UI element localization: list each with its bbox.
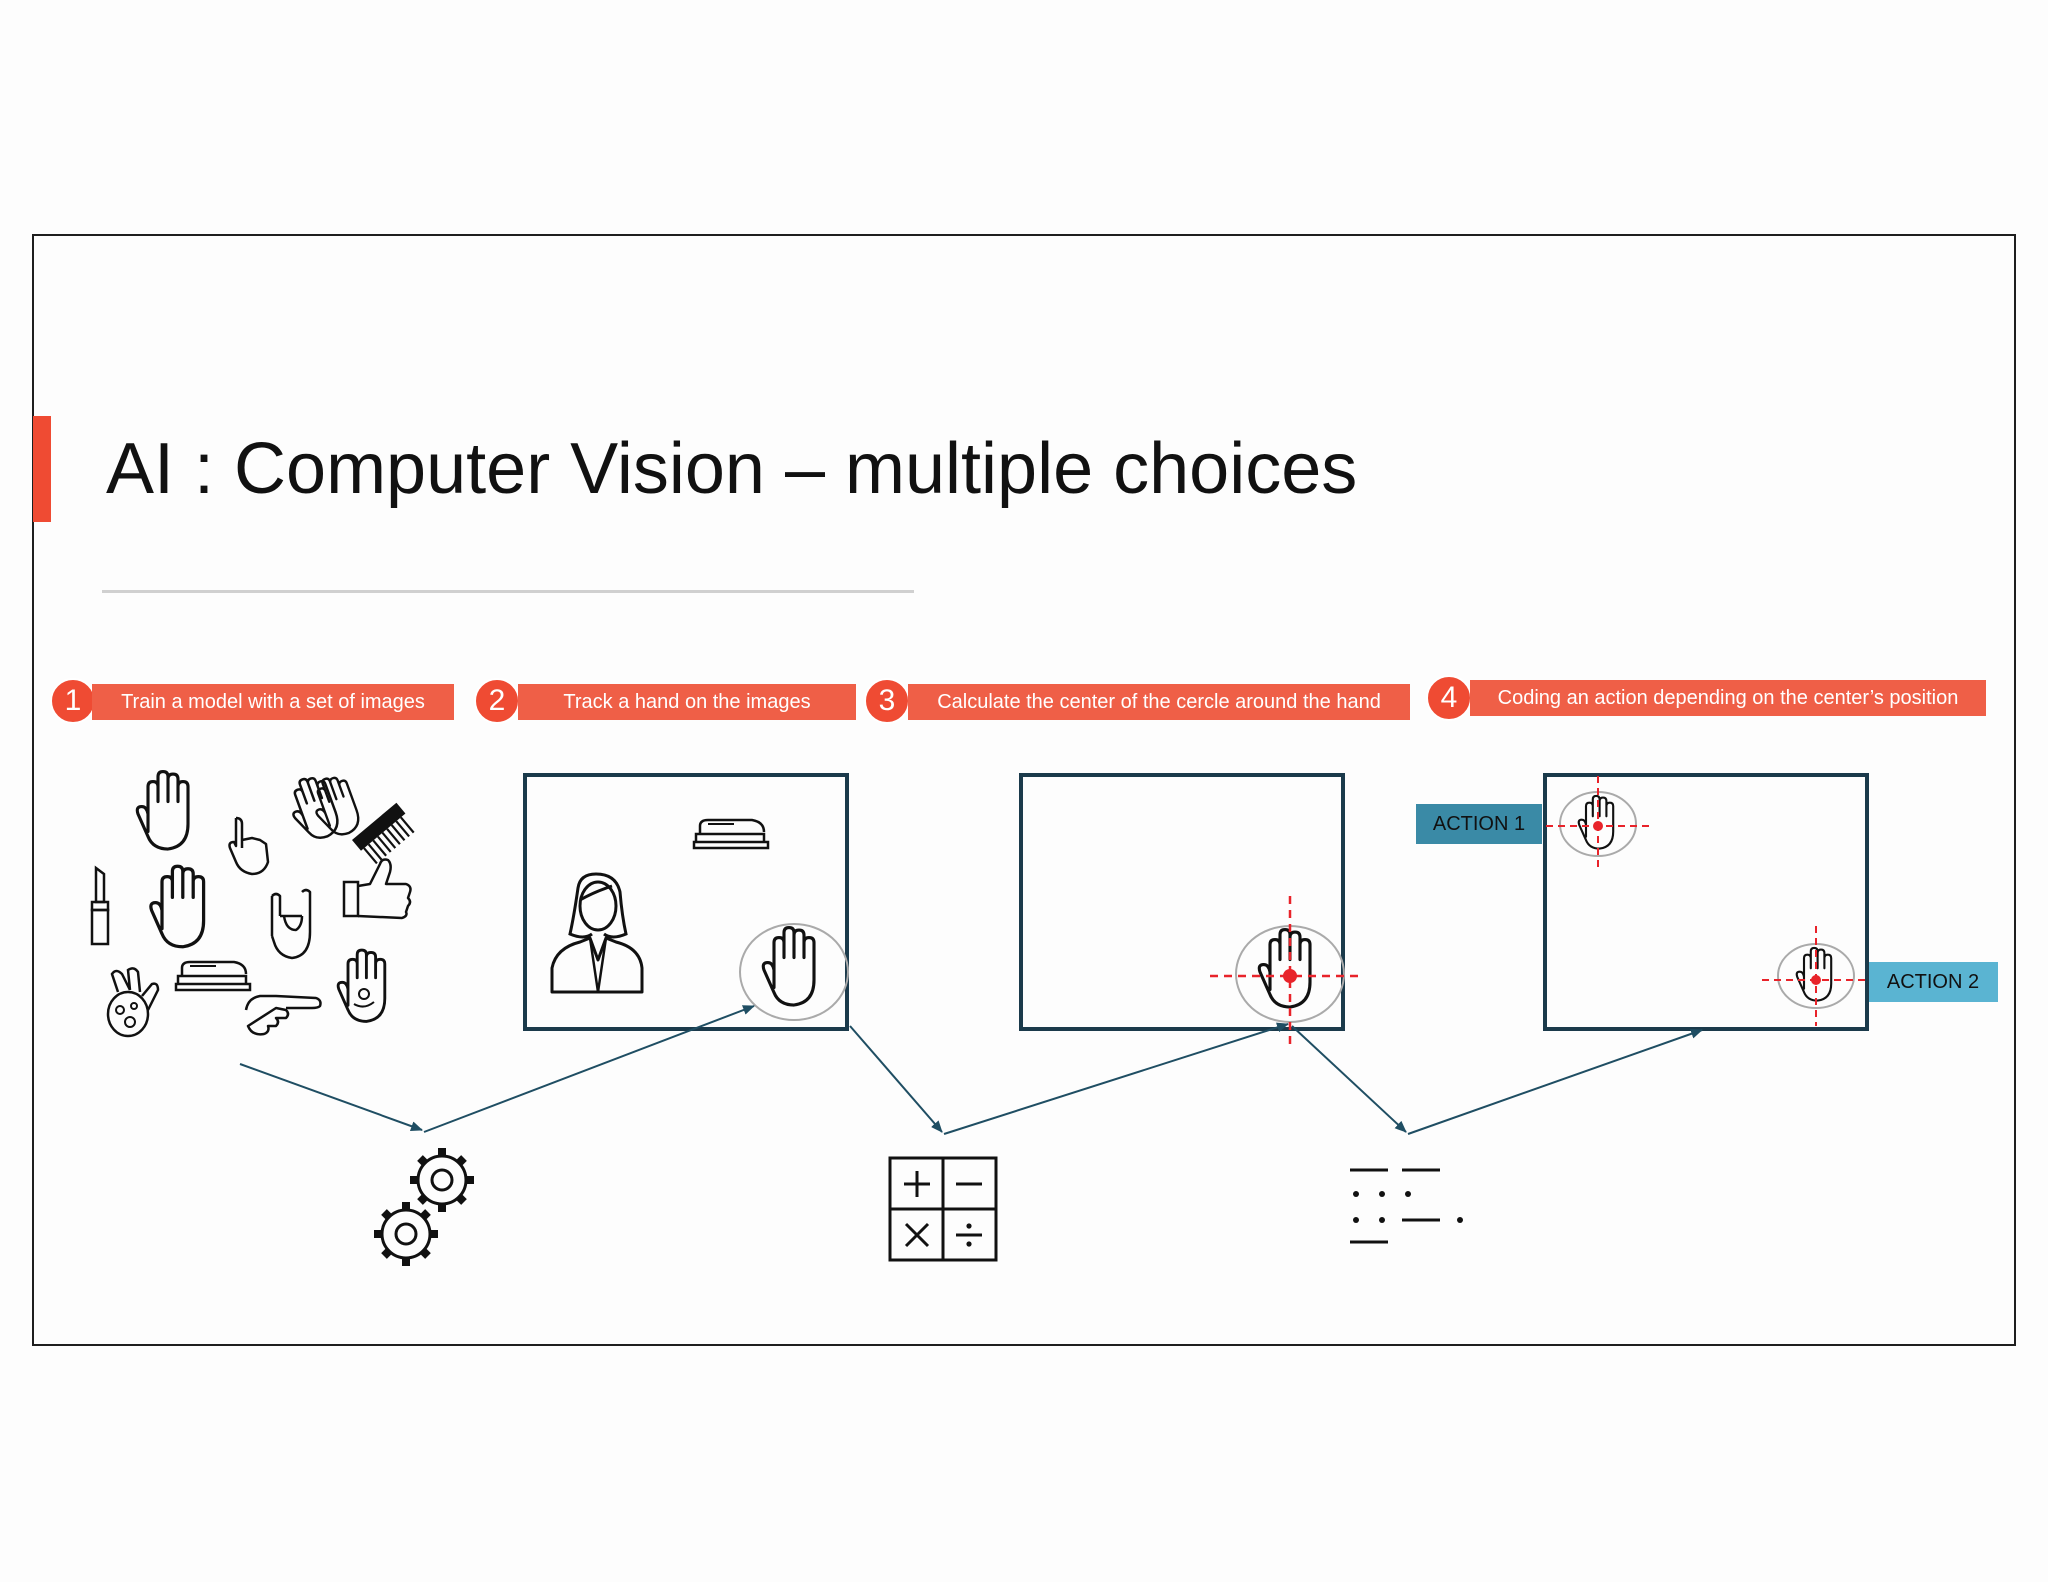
hand-detection-circle — [739, 923, 849, 1021]
arrow-calculation-to-center — [943, 1022, 1289, 1135]
painted-hand-icon — [336, 948, 387, 1023]
comb-icon — [352, 802, 415, 865]
calculator-icon — [888, 1156, 998, 1262]
painted-hand-icon — [106, 967, 160, 1038]
code-icon — [1350, 1168, 1440, 1244]
divide-dot — [966, 1241, 972, 1247]
center-point — [1283, 969, 1297, 983]
thumbs-up-icon — [342, 858, 412, 920]
step-1-label: Train a model with a set of images — [92, 684, 454, 720]
gears-icon — [374, 1148, 474, 1266]
hand-icon — [149, 864, 206, 949]
step-4-label: Coding an action depending on the center… — [1470, 680, 1986, 716]
hand-icon — [761, 925, 816, 1007]
lipstick-icon — [90, 865, 110, 946]
step-3-label: Calculate the center of the cercle aroun… — [908, 684, 1410, 720]
woman-avatar-icon — [550, 872, 644, 994]
arrow-training-to-tracking — [423, 1005, 755, 1133]
hand-icon — [1257, 927, 1312, 1009]
arrow-center-to-code — [1291, 1025, 1407, 1133]
arrow-code-to-action — [1407, 1028, 1703, 1135]
stapler-icon — [174, 960, 252, 992]
pointing-hand-icon — [228, 816, 270, 876]
title-divider — [102, 590, 914, 593]
code-icon-dots — [1353, 1191, 1463, 1223]
step-4-image-frame — [1543, 773, 1869, 1031]
flow-arrows — [239, 1005, 1703, 1135]
page-title: AI : Computer Vision – multiple choices — [106, 429, 1358, 509]
arrow-dataset-to-training — [239, 1063, 423, 1131]
slide-frame — [32, 234, 2016, 1346]
step-3-badge: 3 — [864, 678, 910, 724]
step-3-image-frame — [1019, 773, 1345, 1031]
waving-hands-icon — [281, 771, 365, 847]
step-2-label: Track a hand on the images — [518, 684, 856, 720]
divide-dot — [966, 1223, 972, 1229]
pointing-right-hand-icon — [244, 994, 322, 1036]
center-point — [1811, 975, 1821, 985]
step-2-image-frame — [523, 773, 849, 1031]
action-2-label: ACTION 2 — [1868, 962, 1998, 1002]
hand-icon — [1795, 946, 1833, 1002]
rock-hand-icon — [270, 888, 312, 960]
center-point — [1593, 821, 1603, 831]
arrow-tracking-to-calculation — [849, 1025, 943, 1133]
step-2-badge: 2 — [474, 678, 520, 724]
hand-icon — [135, 769, 190, 851]
action-1-label: ACTION 1 — [1416, 804, 1542, 844]
stapler-icon — [692, 818, 770, 850]
title-accent-bar — [33, 416, 51, 522]
